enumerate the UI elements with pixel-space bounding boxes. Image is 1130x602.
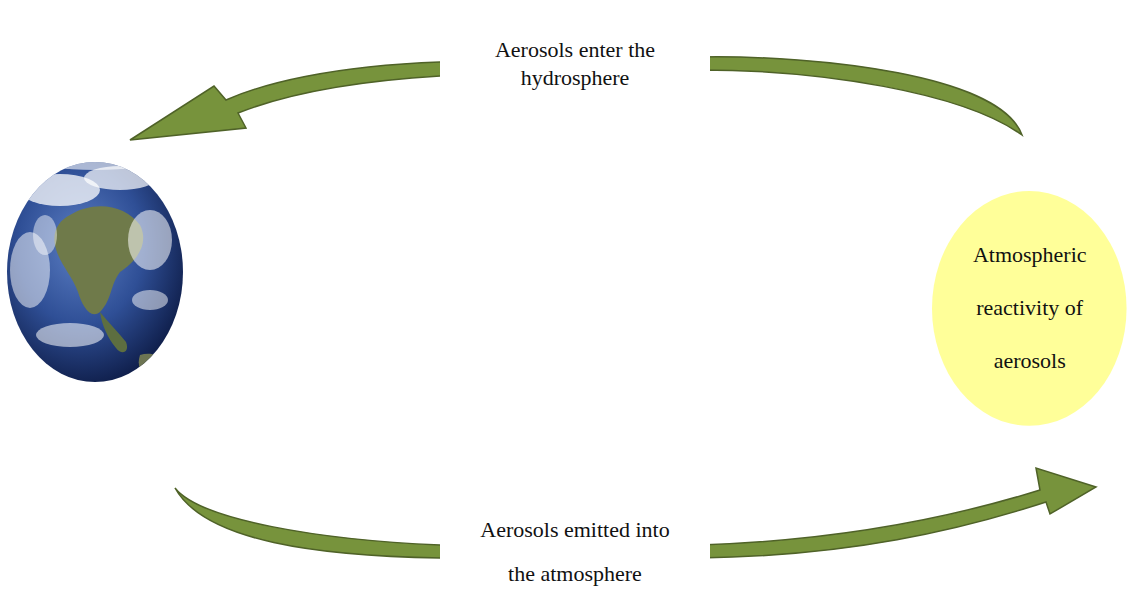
- node-label: Atmospheric reactivity of aerosols: [965, 190, 1095, 388]
- label-patch: Aerosols emitted into the atmosphere: [440, 508, 710, 596]
- earth-globe: [7, 150, 183, 390]
- reactivity-ellipse: Atmospheric reactivity of aerosols: [931, 190, 1128, 427]
- arrow-label: Aerosols emitted into the atmosphere: [475, 508, 675, 596]
- label-patch: Aerosols enter the hydrosphere: [440, 36, 710, 92]
- arrow-label: Aerosols enter the hydrosphere: [491, 36, 659, 92]
